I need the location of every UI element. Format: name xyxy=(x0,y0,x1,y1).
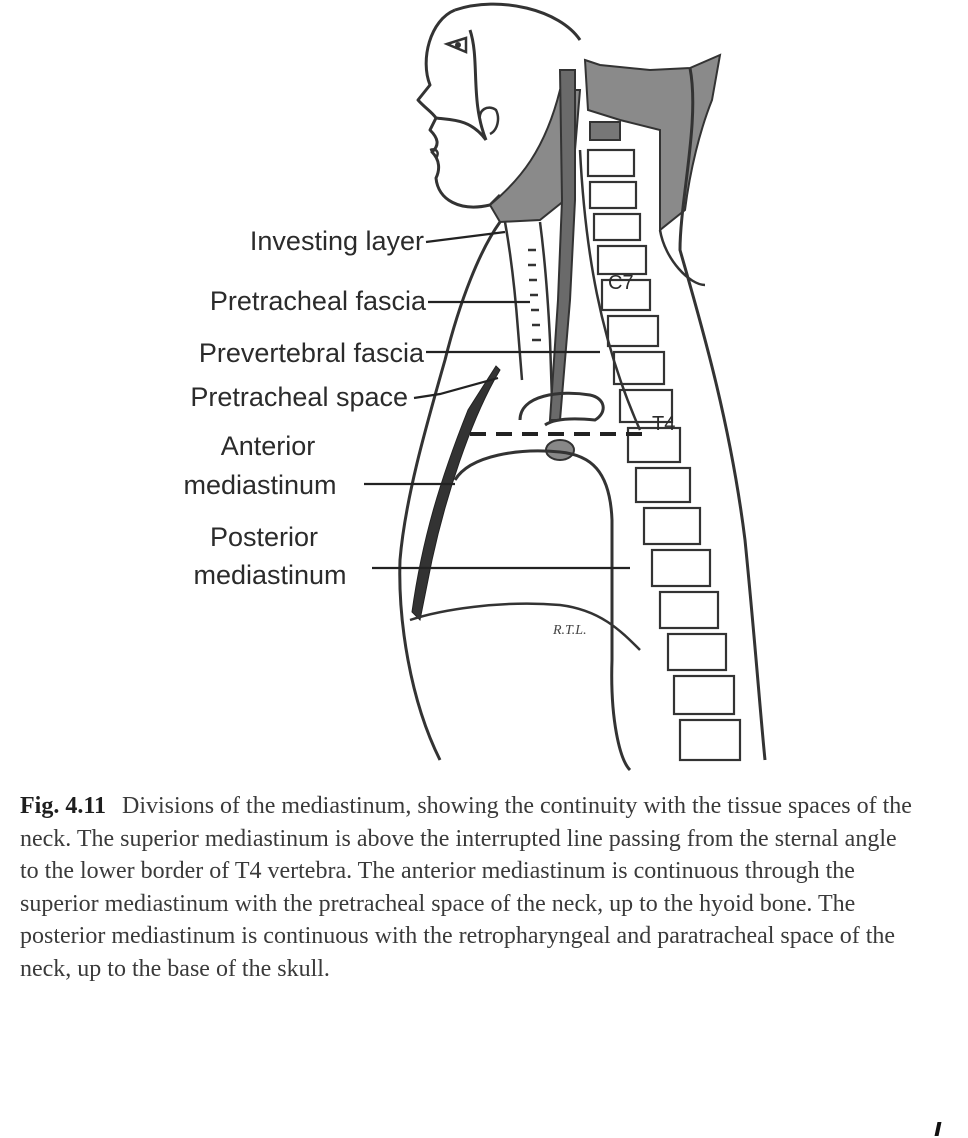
caption-text: Divisions of the mediastinum, showing th… xyxy=(20,793,912,982)
head-outline xyxy=(416,2,582,209)
label-pretracheal-fascia: Pretracheal fascia xyxy=(210,286,427,316)
heart-outline xyxy=(453,449,632,772)
neck-fold xyxy=(658,229,706,287)
trachea xyxy=(503,221,554,401)
back-outline xyxy=(678,67,767,761)
t4-label: T4 xyxy=(652,413,675,435)
corner-mark xyxy=(934,1122,942,1136)
figure-number: Fig. 4.11 xyxy=(20,793,107,819)
front-neck-outline xyxy=(398,221,502,761)
artist-signature: R.T.L. xyxy=(552,623,587,638)
label-anterior-line1: Anterior xyxy=(221,431,316,461)
aortic-arch xyxy=(518,391,605,427)
label-posterior-line1: Posterior xyxy=(210,522,318,552)
eye-icon xyxy=(443,36,468,54)
label-investing-layer: Investing layer xyxy=(250,226,424,256)
label-anterior-line2: mediastinum xyxy=(183,470,336,500)
vertebral-column xyxy=(586,148,742,762)
label-pretracheal-space: Pretracheal space xyxy=(190,382,408,412)
lips xyxy=(429,148,439,159)
leader-lines xyxy=(364,230,630,570)
prevertebral-fascia-line xyxy=(578,149,642,431)
ear-icon xyxy=(478,106,500,136)
atlas-vertebra xyxy=(589,121,621,141)
c7-label: C7 xyxy=(608,272,634,294)
label-prevertebral-fascia: Prevertebral fascia xyxy=(199,338,425,368)
diaphragm xyxy=(409,602,641,651)
anterior-mediastinum-strip xyxy=(411,365,501,622)
label-posterior-line2: mediastinum xyxy=(193,560,346,590)
figure-caption: Fig. 4.11 Divisions of the mediastinum, … xyxy=(20,790,920,985)
mediastinum-diagram: C7 T4 Investing layer Pretracheal fascia… xyxy=(183,2,767,772)
